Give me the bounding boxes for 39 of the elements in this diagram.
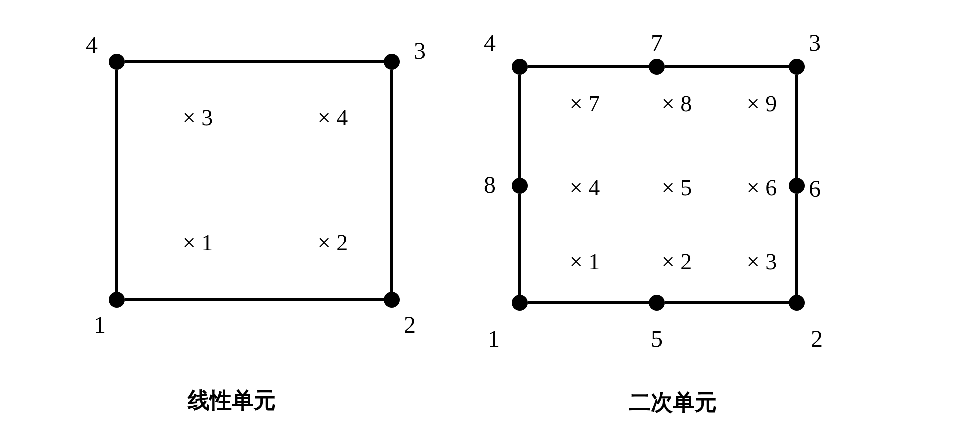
integration-point-label: × 3 <box>182 106 214 130</box>
node-number: 8 <box>484 174 496 198</box>
integration-point-label: × 9 <box>746 92 778 116</box>
integration-point-label: × 5 <box>662 176 692 200</box>
node-number: 3 <box>414 40 426 64</box>
integration-point-label: × 6 <box>746 176 778 200</box>
node-number: 7 <box>651 32 663 56</box>
integration-point-label: × 8 <box>662 92 692 116</box>
integration-point-label: × 4 <box>318 106 348 130</box>
node-number: 1 <box>94 314 106 338</box>
element-edge-line <box>528 302 649 304</box>
node-number: 3 <box>809 32 821 56</box>
node-number: 4 <box>86 34 98 58</box>
node-number: 2 <box>404 314 416 338</box>
element-caption: 线性单元 <box>188 391 276 413</box>
element-edge-line <box>125 60 384 64</box>
integration-point-label: × 4 <box>570 176 600 200</box>
element-edge-line <box>390 70 394 292</box>
node-number: 4 <box>484 32 496 56</box>
node-number: 2 <box>811 328 823 352</box>
node-number: 6 <box>809 178 821 202</box>
integration-point-label: × 1 <box>570 250 600 274</box>
element-edge-line <box>796 75 798 178</box>
node-number: 1 <box>488 328 500 352</box>
element-edge-line <box>665 66 789 68</box>
integration-point-label: × 3 <box>746 250 778 274</box>
element-edge-line <box>518 75 522 178</box>
element-edge-line <box>518 194 522 295</box>
element-edge-line <box>116 70 118 292</box>
element-edge-line <box>665 302 789 304</box>
element-edge-line <box>528 66 649 68</box>
element-edge-line <box>796 194 798 295</box>
element-caption: 二次单元 <box>629 393 717 415</box>
node-number: 5 <box>651 328 663 352</box>
integration-point-label: × 2 <box>318 232 348 254</box>
integration-point-label: × 2 <box>662 250 692 274</box>
element-edge-line <box>125 298 384 302</box>
integration-point-label: × 7 <box>570 92 600 116</box>
integration-point-label: × 1 <box>182 232 214 254</box>
